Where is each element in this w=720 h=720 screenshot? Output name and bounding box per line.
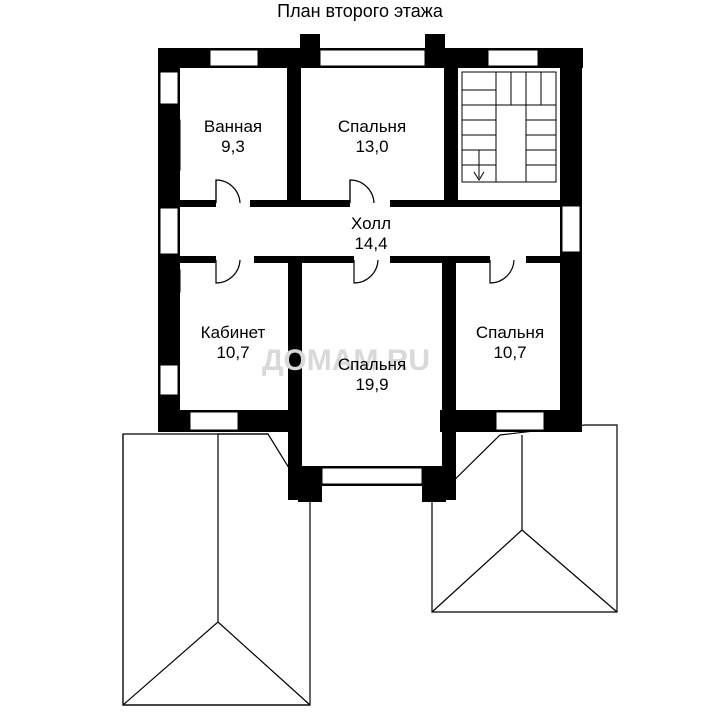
hall-name: Холл <box>351 214 391 233</box>
watermark: ДОМАМ.RU <box>262 344 430 377</box>
bedroom-right-area: 10,7 <box>493 343 526 362</box>
hall-area: 14,4 <box>354 234 387 253</box>
bedroom-top-area: 13,0 <box>355 137 388 156</box>
bathroom-name: Ванная <box>204 117 262 136</box>
walls <box>158 34 583 502</box>
bathroom-area: 9,3 <box>221 137 245 156</box>
plan-title: План второго этажа <box>277 1 443 21</box>
doors <box>215 179 515 284</box>
left-roof <box>122 433 311 706</box>
bedroom-mid-name: Спальня <box>338 355 406 374</box>
plumbing-fixtures <box>167 119 181 293</box>
right-roof <box>431 424 618 613</box>
room-labels: Ванная 9,3 Спальня 13,0 Холл 14,4 Кабине… <box>201 117 544 394</box>
office-area: 10,7 <box>216 343 249 362</box>
office-name: Кабинет <box>201 323 266 342</box>
bedroom-mid-area: 19,9 <box>355 375 388 394</box>
bedroom-top-name: Спальня <box>338 117 406 136</box>
windows <box>159 49 581 485</box>
bedroom-right-name: Спальня <box>476 323 544 342</box>
staircase <box>461 71 557 183</box>
